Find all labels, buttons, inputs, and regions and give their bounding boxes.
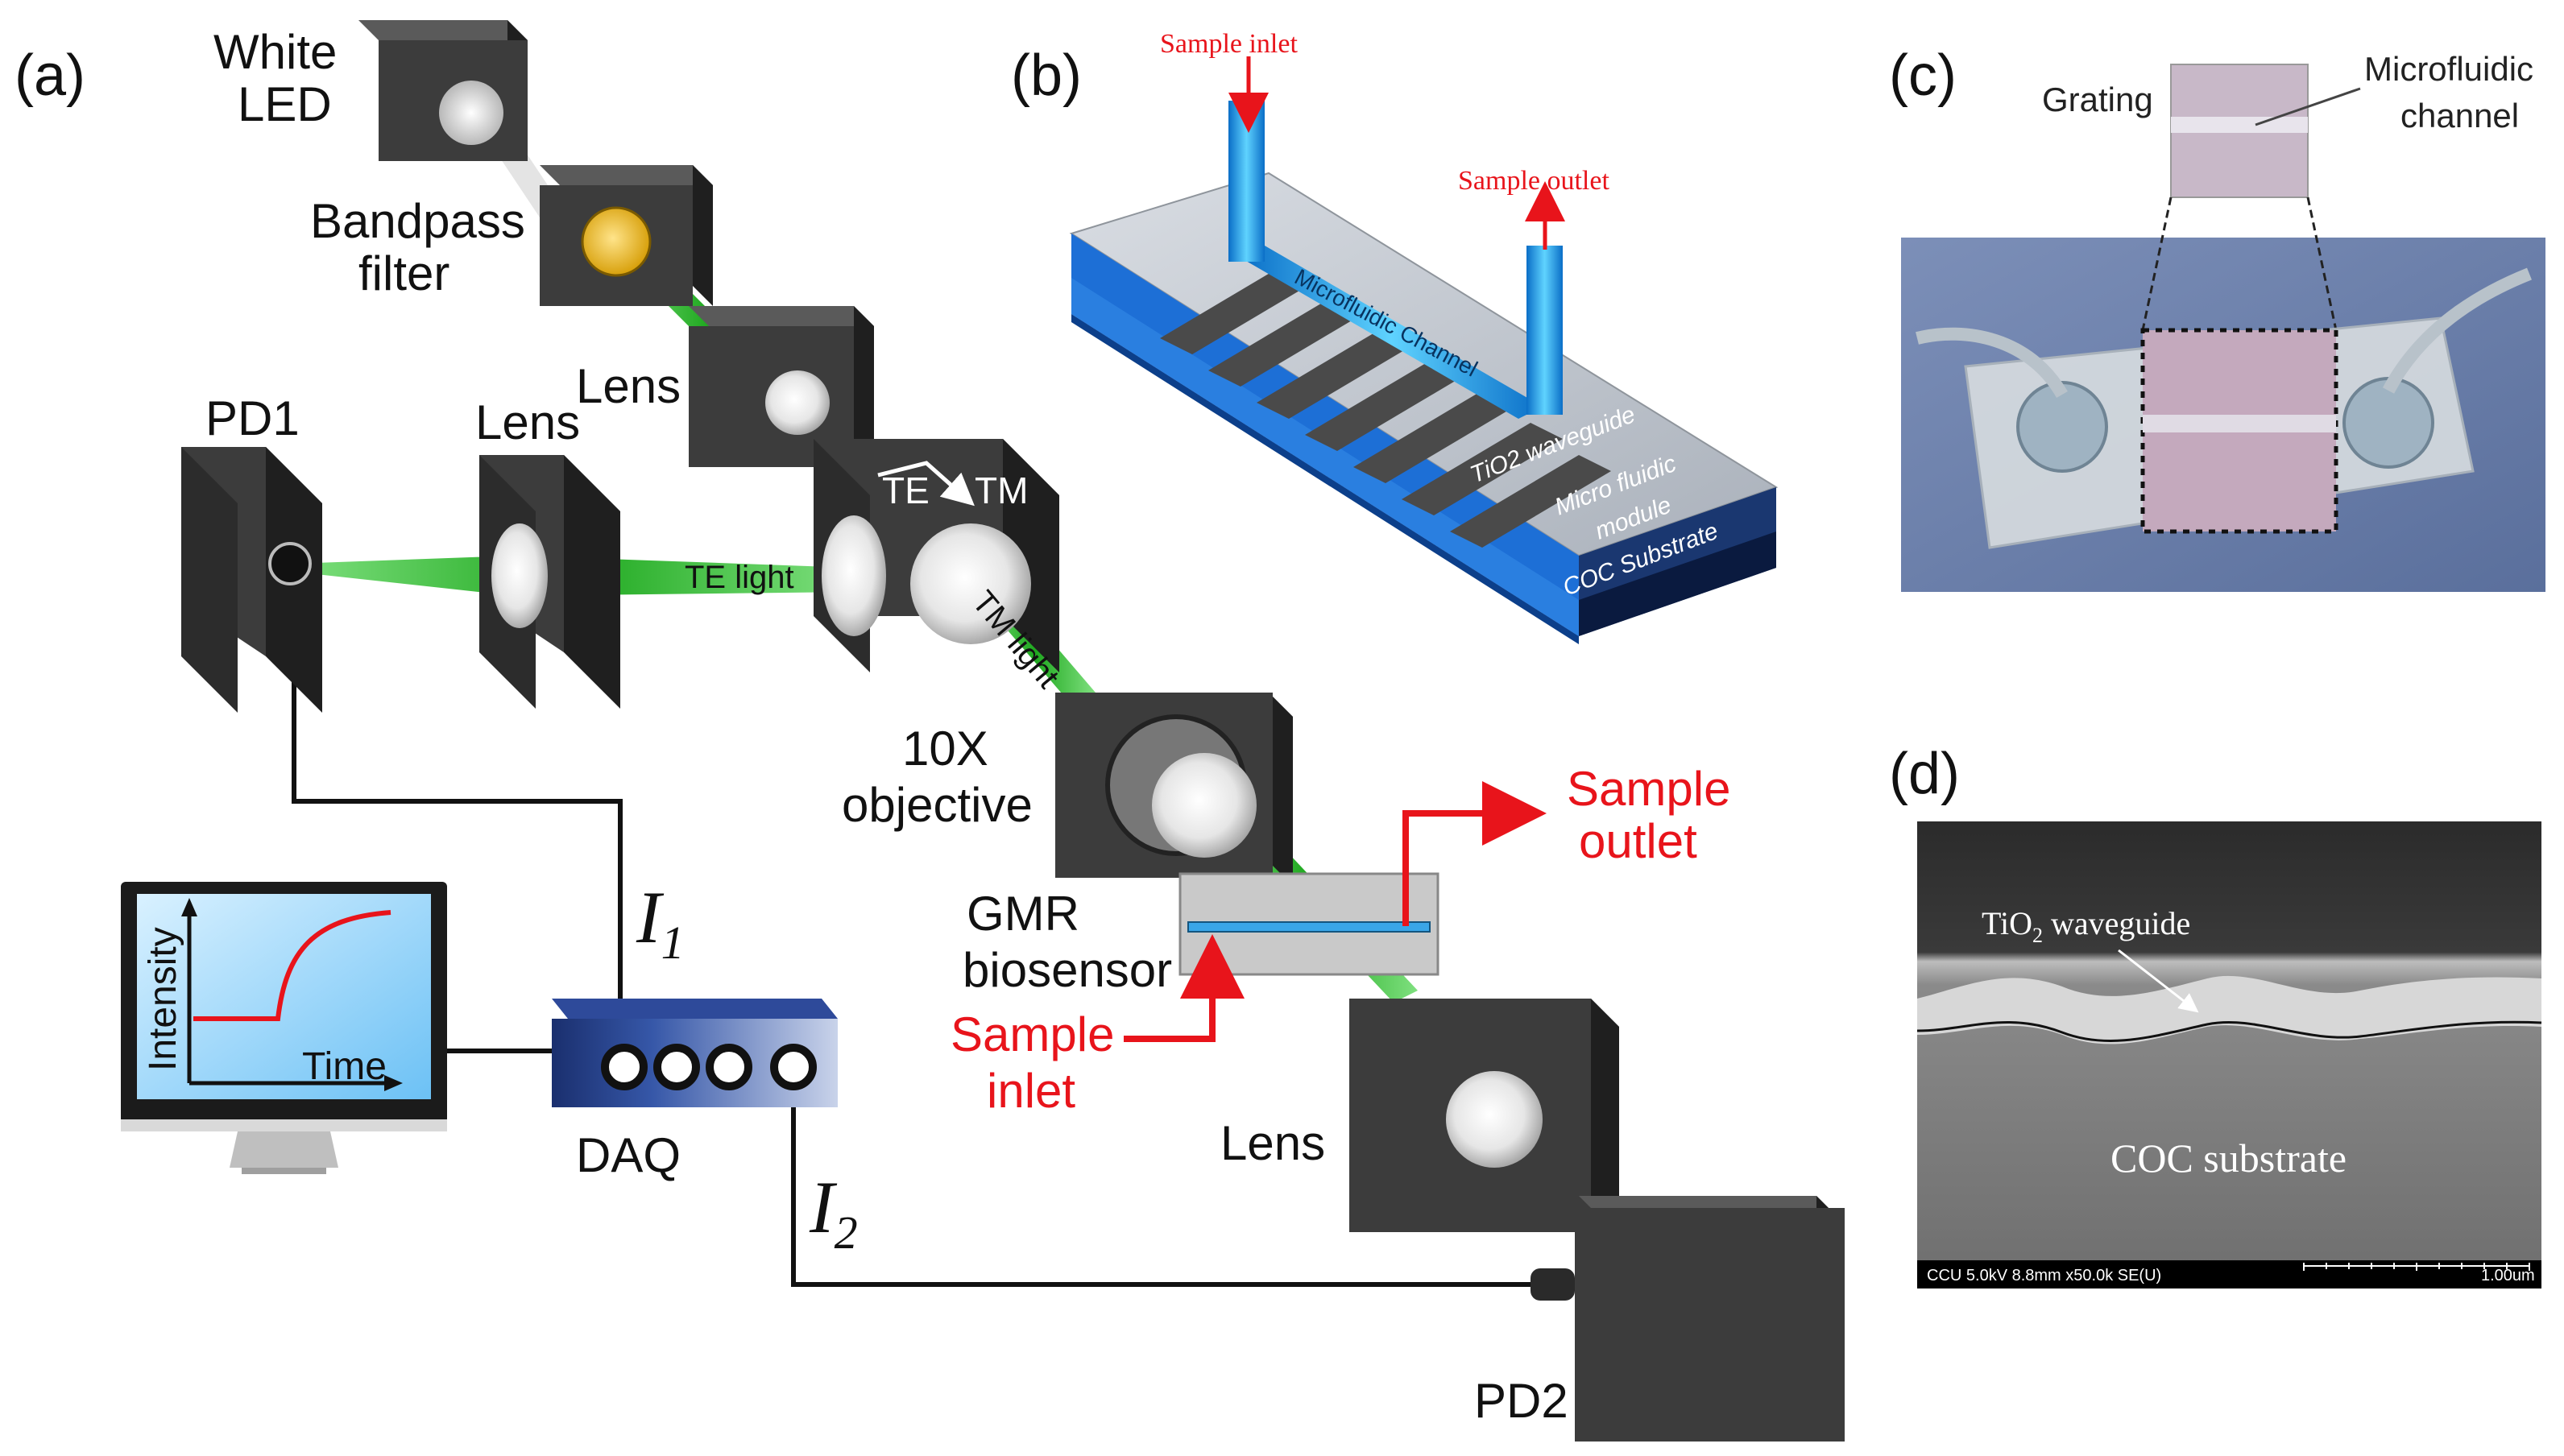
microfluidic-channel xyxy=(1241,246,1543,419)
panel-c-label: (c) xyxy=(1889,43,1957,108)
panel-a-label: (a) xyxy=(14,43,85,108)
i1-symbol: I1 xyxy=(636,876,685,969)
sample-outlet-label-2: outlet xyxy=(1579,814,1697,868)
pd1-box xyxy=(181,447,322,713)
pd1-detector-icon xyxy=(268,542,312,585)
photo-tube-left xyxy=(1916,327,2068,399)
chip-substrate-face xyxy=(1071,314,1579,644)
white-led-label-1: White xyxy=(213,25,337,79)
daq-port-1-icon xyxy=(601,1044,648,1090)
panel-d: (d) TiO2 waveguide COC substrate CCU 5.0… xyxy=(1889,742,2542,1288)
pd1-label: PD1 xyxy=(205,391,300,445)
photo-grating-label: Grating xyxy=(2042,81,2153,118)
sem-waveguide-layer xyxy=(1917,975,2541,1044)
pbs-split-arrow xyxy=(877,461,975,507)
bandpass-filter-box xyxy=(540,165,713,306)
sem-scale-bar xyxy=(2303,1263,2530,1271)
lens-pd1-icon xyxy=(491,523,548,628)
grating-ridges xyxy=(1160,262,1611,548)
outlet-tube xyxy=(1526,246,1563,415)
sample-inlet-arrow xyxy=(1124,934,1245,1042)
lens-bottom-box xyxy=(1349,999,1619,1232)
monitor xyxy=(121,882,447,1174)
sample-inlet-label-2: inlet xyxy=(987,1064,1075,1118)
pbs-te-port-icon xyxy=(822,515,886,636)
chip-inlet-label: Sample inlet xyxy=(1160,29,1298,59)
monitor-y-label: Intensity xyxy=(142,927,184,1071)
sem-substrate-label: COC substrate xyxy=(2110,1135,2347,1181)
objective-label-1: 10X xyxy=(902,722,988,776)
sample-outlet-label-1: Sample xyxy=(1567,762,1730,816)
bandpass-label-2: filter xyxy=(358,246,449,300)
pd2-label: PD2 xyxy=(1474,1374,1568,1428)
sem-footer-left: CCU 5.0kV 8.8mm x50.0k SE(U) xyxy=(1927,1267,2161,1284)
sem-arrow xyxy=(2118,949,2199,1013)
daq-port-3-icon xyxy=(706,1044,752,1090)
gmr-label-1: GMR xyxy=(967,887,1079,941)
panel-c: (c) Grating Microfluidic channel xyxy=(1889,43,2545,592)
filter-icon xyxy=(581,206,652,277)
panel-b-label: (b) xyxy=(1011,43,1082,108)
panel-a: (a) White LED xyxy=(14,20,1845,1442)
wire-daq-pd2 xyxy=(791,1063,1531,1287)
photo-tube-right xyxy=(2382,267,2532,394)
panel-d-label: (d) xyxy=(1889,742,1960,806)
objective-label-2: objective xyxy=(842,778,1033,832)
bandpass-label-1: Bandpass xyxy=(310,194,525,248)
photo-channel-label-1: Microfluidic xyxy=(2364,50,2533,88)
sem-image xyxy=(1917,821,2541,1288)
pd2-box xyxy=(1531,1196,1845,1442)
gmr-label-2: biosensor xyxy=(963,943,1172,997)
photo-inlet-port xyxy=(2016,381,2108,473)
daq-port-4-icon xyxy=(770,1044,817,1090)
gmr-biosensor-chip xyxy=(1178,872,1439,976)
daq-label: DAQ xyxy=(576,1128,681,1182)
sample-outlet-arrow xyxy=(1402,781,1547,926)
intensity-curve xyxy=(193,910,391,1021)
i2-symbol: I2 xyxy=(809,1166,858,1259)
daq-port-2-icon xyxy=(653,1044,700,1090)
inlet-tube xyxy=(1228,101,1265,262)
lens-pd1-label: Lens xyxy=(475,395,580,449)
sem-waveguide-label: TiO2 waveguide xyxy=(1982,905,2190,947)
pd2-connector-icon xyxy=(1531,1268,1575,1301)
gmr-channel-icon xyxy=(1187,921,1431,933)
sem-interface-line xyxy=(1916,1020,2542,1042)
chip-outlet-label: Sample outlet xyxy=(1458,166,1609,196)
daq-unit xyxy=(552,999,838,1107)
led-icon xyxy=(439,81,503,145)
objective-box xyxy=(1055,693,1293,886)
lens-bottom-icon xyxy=(1446,1071,1543,1168)
lens-bottom-label: Lens xyxy=(1220,1116,1325,1170)
white-led-label-2: LED xyxy=(238,77,332,131)
sem-footer-right: 1.00um xyxy=(2481,1267,2535,1284)
white-led-box xyxy=(358,20,528,161)
pbs-tm-label: TM xyxy=(975,469,1028,511)
channel-pointer xyxy=(2255,87,2361,126)
objective-lens-icon xyxy=(1152,753,1257,858)
pbs-tm-port-icon xyxy=(910,523,1031,644)
photo-outlet-port xyxy=(2342,377,2434,469)
panel-b: (b) Sample inlet Sample outlet Microflui… xyxy=(1011,29,1779,644)
polarizing-beam-splitter xyxy=(814,439,1059,672)
te-light-label: TE light xyxy=(685,560,794,595)
lens-top-label: Lens xyxy=(576,359,681,413)
monitor-x-label: Time xyxy=(302,1045,387,1088)
lens-top-icon xyxy=(765,370,830,435)
photo-channel-label-2: channel xyxy=(2400,97,2519,134)
sample-inlet-label-1: Sample xyxy=(951,1007,1114,1061)
pbs-te-label: TE xyxy=(882,469,930,511)
lens-pd1-box xyxy=(479,455,620,709)
